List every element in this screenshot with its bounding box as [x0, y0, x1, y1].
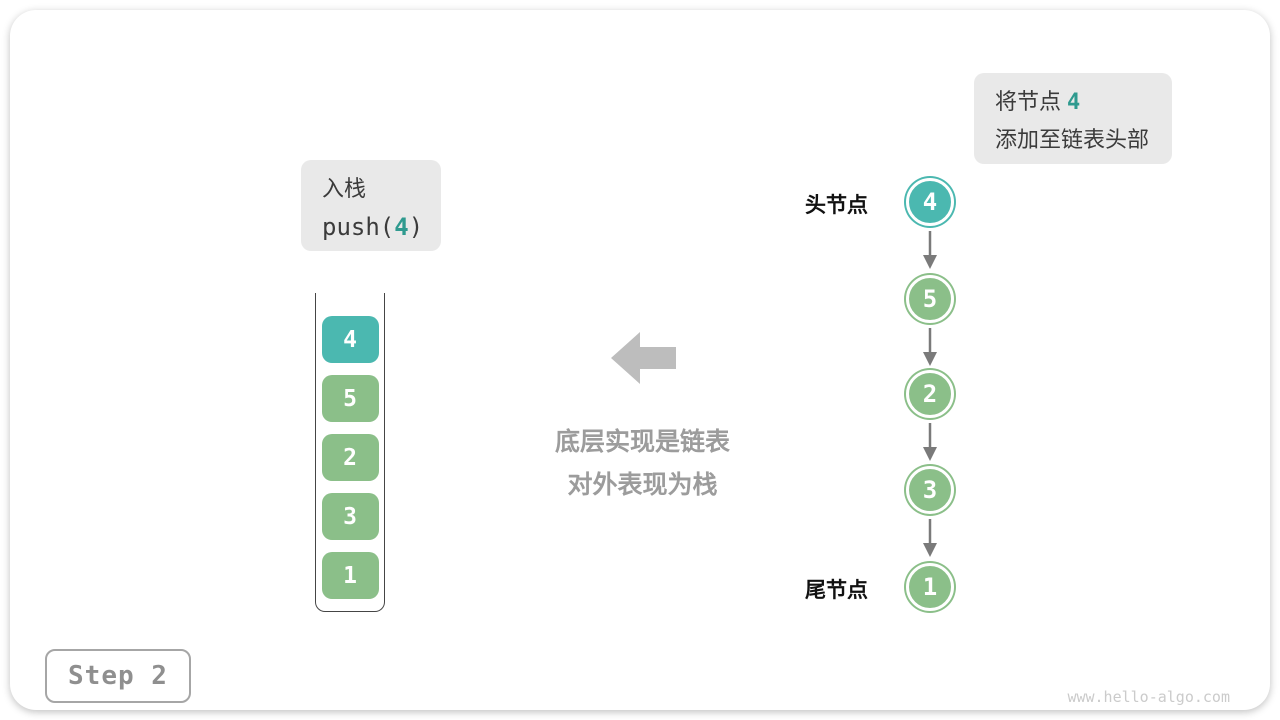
tail-node-label: 尾节点: [805, 579, 868, 602]
stack-node-bottom: 1: [321, 552, 379, 599]
linked-list-node-circle: 1: [906, 563, 954, 611]
stack-node-top: 4: [321, 316, 379, 363]
down-arrow-icon: [923, 519, 937, 557]
down-arrow-icon: [923, 328, 937, 366]
linked-list-node-circle: 4: [906, 178, 954, 226]
center-note-line1: 底层实现是链表: [554, 428, 730, 456]
center-note: 底层实现是链表 对外表现为栈: [515, 421, 770, 507]
linked-list-node-circle: 2: [906, 370, 954, 418]
watermark: www.hello-algo.com: [1067, 688, 1230, 706]
linked-list-node: 5: [901, 270, 959, 328]
linked-list-node-tail: 1: [901, 558, 959, 616]
push-code-value: 4: [394, 213, 409, 241]
stack-node: 3: [321, 493, 379, 540]
push-code-suffix: ): [408, 213, 424, 241]
linked-list-node-circle: 3: [906, 466, 954, 514]
linked-list-node-circle: 5: [906, 275, 954, 323]
stack-node: 5: [321, 375, 379, 422]
step-badge: Step 2: [45, 649, 191, 703]
down-arrow-icon: [923, 231, 937, 269]
left-block-arrow-icon: [611, 332, 676, 384]
linked-list-node: 3: [901, 461, 959, 519]
step-badge-label: Step 2: [68, 661, 168, 691]
push-callout-code: push(4): [322, 208, 441, 246]
action-callout-text: 将节点: [995, 89, 1062, 114]
action-callout-value: 4: [1067, 90, 1081, 115]
down-arrow-icon: [923, 423, 937, 461]
linked-list-node-head: 4: [901, 173, 959, 231]
push-callout-title: 入栈: [322, 176, 367, 201]
action-callout-line2: 添加至链表头部: [995, 127, 1150, 152]
stack-container: 4 5 2 3 1: [315, 293, 385, 612]
push-callout: 入栈 push(4): [301, 160, 441, 251]
center-note-line2: 对外表现为栈: [567, 471, 718, 499]
push-code-prefix: push(: [322, 213, 395, 241]
head-node-label: 头节点: [805, 194, 868, 217]
stack-node: 2: [321, 434, 379, 481]
linked-list-node: 2: [901, 365, 959, 423]
